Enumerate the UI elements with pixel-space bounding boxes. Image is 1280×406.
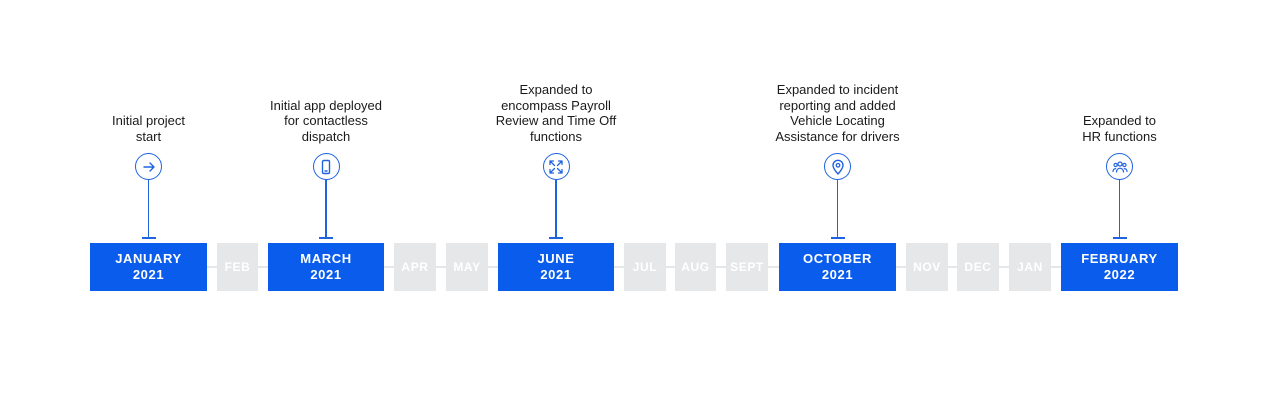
caption-line: Review and Time Off xyxy=(495,113,617,128)
milestone-icon-circle xyxy=(542,153,570,180)
month-box-may: MAY xyxy=(446,243,488,291)
caption-line: for contactless xyxy=(284,113,368,128)
connector-stem xyxy=(1118,180,1121,238)
milestone-month: JANUARY xyxy=(115,251,182,266)
connector-tick xyxy=(830,237,845,239)
month-label: AUG xyxy=(681,260,710,274)
connector-tick xyxy=(549,237,563,239)
month-box-nov: NOV xyxy=(906,243,948,291)
connector-tick xyxy=(1112,237,1127,239)
connector-tick xyxy=(141,237,156,239)
caption-line: Initial app deployed xyxy=(269,97,383,113)
map-pin-icon xyxy=(831,159,844,175)
caption-line: HR functions xyxy=(1082,128,1157,144)
month-label: NOV xyxy=(913,260,941,274)
milestone-year: 2021 xyxy=(132,267,165,282)
month-label: DEC xyxy=(964,260,992,274)
milestone-month: MARCH xyxy=(300,251,352,266)
milestone-icon-circle xyxy=(1106,153,1133,180)
month-box-feb: FEB xyxy=(217,243,258,291)
month-label: JUL xyxy=(632,260,658,274)
milestone-year: 2022 xyxy=(1103,267,1136,282)
month-label: SEPT xyxy=(730,260,764,274)
caption-line: Expanded to xyxy=(1082,113,1156,128)
caption-line: reporting and added xyxy=(779,97,896,113)
month-box-jan: JAN xyxy=(1009,243,1051,291)
month-box-apr: APR xyxy=(394,243,436,291)
month-box-sept: SEPT xyxy=(726,243,768,291)
users-group-icon xyxy=(1111,160,1128,173)
smartphone-icon xyxy=(321,159,331,174)
milestone-year: 2021 xyxy=(821,267,854,282)
month-label: MAY xyxy=(453,260,481,274)
month-label: JAN xyxy=(1017,260,1043,274)
month-box-dec: DEC xyxy=(957,243,999,291)
caption-line: dispatch xyxy=(301,128,351,144)
connector-stem xyxy=(555,180,557,238)
milestone-month: OCTOBER xyxy=(803,251,872,266)
month-label: APR xyxy=(401,260,429,274)
connector-stem xyxy=(147,180,150,238)
milestone-year: 2021 xyxy=(310,267,342,282)
milestone-year: 2021 xyxy=(540,267,572,282)
expand-arrows-icon xyxy=(549,159,563,174)
connector-tick xyxy=(319,237,333,239)
caption-line: Initial project xyxy=(112,113,185,128)
month-box-aug: AUG xyxy=(675,243,716,291)
caption-line: functions xyxy=(529,128,583,144)
milestone-icon-circle xyxy=(824,153,851,180)
caption-line: Vehicle Locating xyxy=(790,113,885,128)
connector-stem xyxy=(836,180,839,238)
milestone-icon-circle xyxy=(312,153,340,180)
caption-line: Expanded to xyxy=(519,82,593,97)
month-box-jul: JUL xyxy=(624,243,666,291)
caption-line: encompass Payroll xyxy=(501,97,611,113)
caption-line: Assistance for drivers xyxy=(775,128,900,144)
milestone-month: FEBRUARY xyxy=(1081,251,1158,266)
milestone-icon-circle xyxy=(135,153,162,180)
month-label: FEB xyxy=(224,260,251,274)
caption-line: start xyxy=(135,128,162,144)
connector-stem xyxy=(325,180,327,238)
arrow-right-icon xyxy=(142,161,155,172)
caption-line: Expanded to incident xyxy=(776,82,899,97)
milestone-month: JUNE xyxy=(537,251,575,266)
